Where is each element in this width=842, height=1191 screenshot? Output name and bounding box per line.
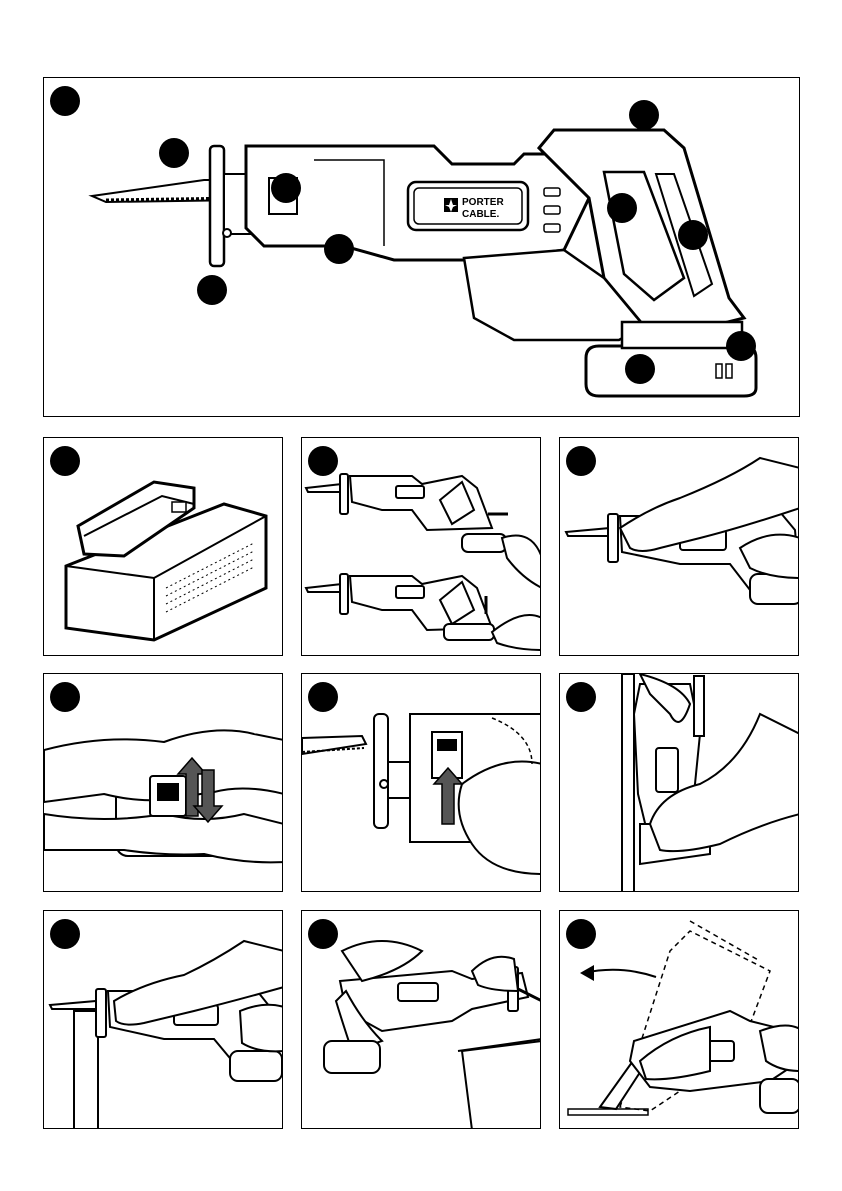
figure-number-badge xyxy=(308,682,338,712)
battery-charger-illustration xyxy=(44,438,283,656)
figure-two-hand-grip xyxy=(559,437,799,656)
figure-number-badge xyxy=(50,682,80,712)
callout-lever-release xyxy=(629,100,659,130)
figure-number-badge xyxy=(50,446,80,476)
callout-trigger xyxy=(607,193,637,223)
battery-insert-illustration xyxy=(302,438,541,656)
pipe-cutting-illustration xyxy=(302,911,541,1129)
main-tool-figure: PORTER CABLE. xyxy=(43,77,800,417)
callout-shoe xyxy=(197,275,227,305)
figure-battery-insert xyxy=(301,437,541,656)
figure-number-badge xyxy=(50,86,80,116)
plunge-cutting-illustration xyxy=(560,911,799,1129)
two-hand-grip-illustration xyxy=(560,438,799,656)
figure-trigger-lock xyxy=(43,673,283,892)
logo-line1: PORTER xyxy=(462,197,504,208)
figure-battery-charger xyxy=(43,437,283,656)
vertical-cutting-illustration xyxy=(560,674,799,892)
blade-insertion-illustration xyxy=(302,674,541,892)
figure-pipe-cutting xyxy=(301,910,541,1129)
logo-line2: CABLE. xyxy=(462,209,499,220)
callout-rear-handle xyxy=(678,220,708,250)
figure-number-badge xyxy=(566,919,596,949)
callout-battery-pack xyxy=(625,354,655,384)
trigger-lock-illustration xyxy=(44,674,283,892)
figure-flush-cutting xyxy=(43,910,283,1129)
callout-battery-release xyxy=(726,331,756,361)
figure-number-badge xyxy=(308,919,338,949)
figure-number-badge xyxy=(566,446,596,476)
figure-number-badge xyxy=(566,682,596,712)
flush-cutting-illustration xyxy=(44,911,283,1129)
figure-vertical-cutting xyxy=(559,673,799,892)
figure-number-badge xyxy=(308,446,338,476)
callout-body xyxy=(324,234,354,264)
callout-blade-clamp xyxy=(159,138,189,168)
figure-plunge-cutting xyxy=(559,910,799,1129)
figure-number-badge xyxy=(50,919,80,949)
figure-blade-insertion xyxy=(301,673,541,892)
callout-front-grip xyxy=(271,173,301,203)
